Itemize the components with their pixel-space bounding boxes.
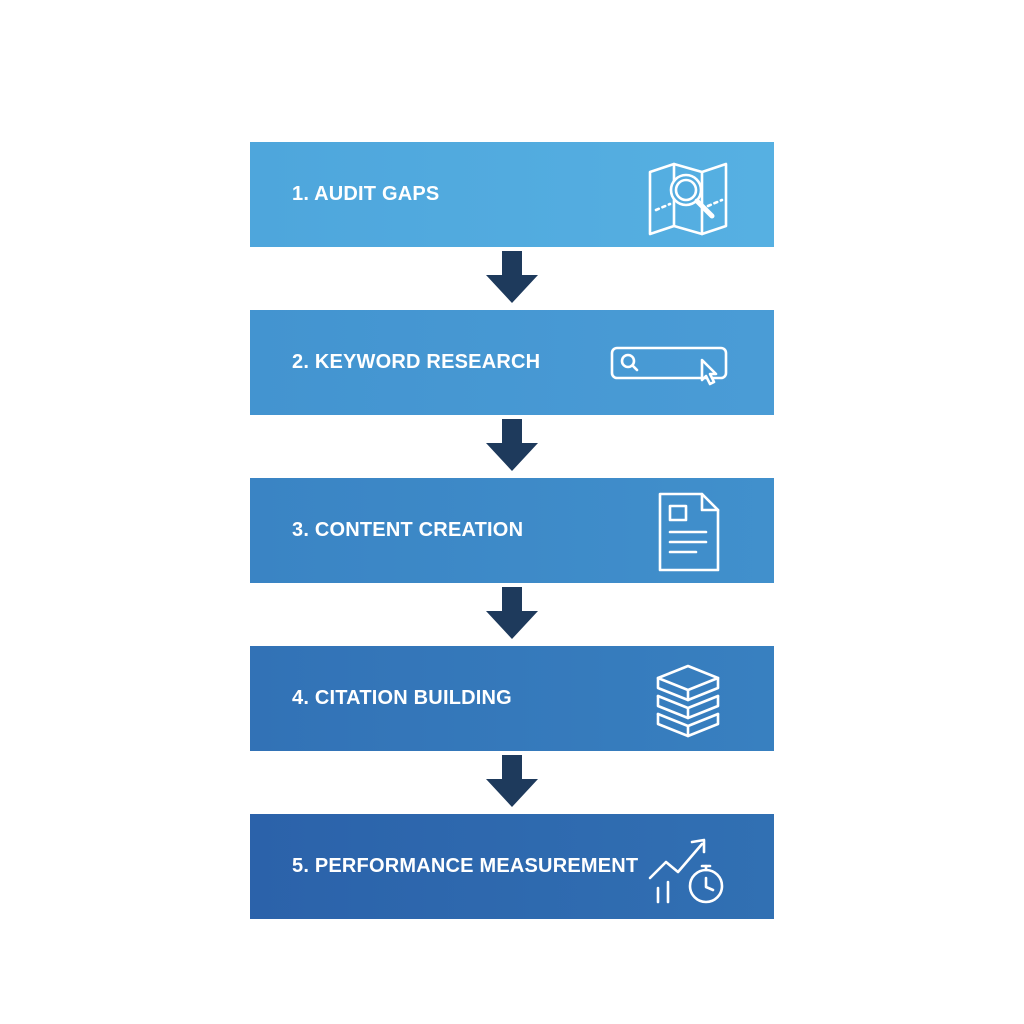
step-performance-measurement: 5. PERFORMANCE MEASUREMENT [250, 814, 774, 919]
step-citation-building: 4. CITATION BUILDING [250, 646, 774, 751]
step-audit-gaps: 1. AUDIT GAPS [250, 142, 774, 247]
growth-chart-timer-icon [646, 826, 730, 910]
flow-arrow [250, 247, 774, 310]
step-keyword-research: 2. KEYWORD RESEARCH [250, 310, 774, 415]
step-label: 1. AUDIT GAPS [292, 183, 440, 205]
step-label: 5. PERFORMANCE MEASUREMENT [292, 855, 639, 877]
document-icon [646, 490, 730, 574]
flow-arrow [250, 583, 774, 646]
step-label: 4. CITATION BUILDING [292, 687, 512, 709]
step-content-creation: 3. CONTENT CREATION [250, 478, 774, 583]
process-flow: 1. AUDIT GAPS 2. KEYWORD RESEARCH [250, 142, 774, 919]
stack-icon [646, 658, 730, 742]
search-bar-cursor-icon [608, 322, 730, 406]
flow-arrow [250, 751, 774, 814]
step-label: 2. KEYWORD RESEARCH [292, 351, 541, 373]
flow-arrow [250, 415, 774, 478]
map-search-icon [646, 154, 730, 238]
step-label: 3. CONTENT CREATION [292, 519, 524, 541]
